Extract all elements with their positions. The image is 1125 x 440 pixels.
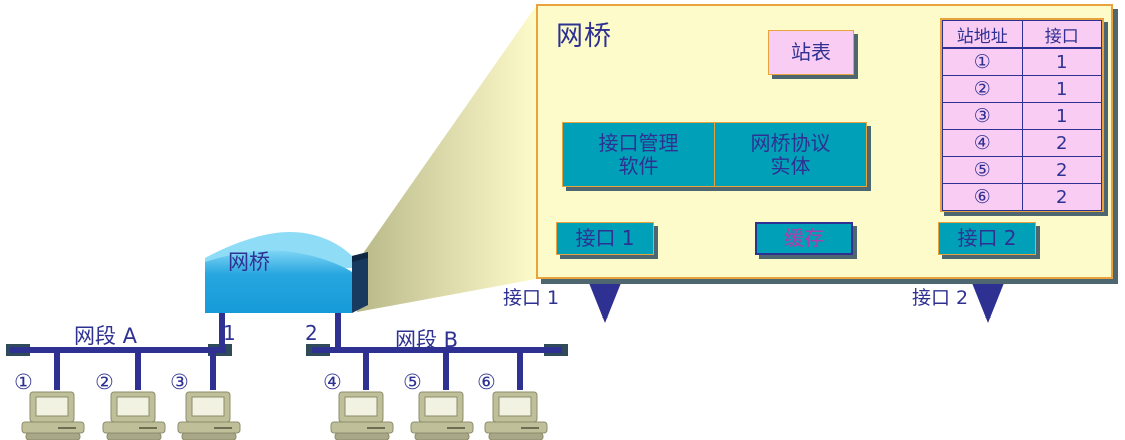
interface-mgmt-software-line2: 软件 [618, 153, 659, 178]
station-label-5: ⑤ [403, 370, 422, 394]
table-row: ⑤ 2 [942, 156, 1102, 184]
interface-mgmt-and-protocol-entity-box[interactable]: 接口管理 软件 网桥协议 实体 [562, 122, 867, 187]
header-port: 接口 [1021, 20, 1102, 49]
port-2-box[interactable]: 接口 2 [938, 222, 1036, 255]
cell-station: ⑥ [942, 183, 1023, 211]
cell-station: ① [942, 47, 1023, 76]
bridge-protocol-entity-line2: 实体 [770, 153, 811, 178]
station-label-6: ⑥ [477, 370, 496, 394]
table-header-row: 站地址 接口 [942, 20, 1102, 49]
table-row: ④ 2 [942, 129, 1102, 157]
table-row: ⑥ 2 [942, 183, 1102, 211]
bridge-device-icon [205, 232, 368, 313]
segment-a-label: 网段 A [74, 324, 138, 348]
bridge-port-2-tick-label: 2 [305, 321, 318, 345]
cell-station: ② [942, 75, 1023, 103]
cell-port: 2 [1021, 129, 1102, 157]
cell-port: 2 [1021, 183, 1102, 211]
table-row: ② 1 [942, 75, 1102, 103]
segment-a-bus [6, 313, 232, 390]
cell-station: ④ [942, 129, 1023, 157]
mgmt-proto-divider [714, 123, 715, 186]
segment-b-bus [306, 313, 568, 390]
station-label-4: ④ [323, 370, 342, 394]
bridge-port-1-tick-label: 1 [223, 321, 236, 345]
bridge-panel-title: 网桥 [556, 21, 612, 52]
table-row: ① 1 [942, 47, 1102, 76]
cell-port: 2 [1021, 156, 1102, 184]
interface-mgmt-software-line1: 接口管理 [598, 131, 679, 156]
bridge-protocol-entity-label: 网桥协议 实体 [715, 132, 866, 177]
cell-station: ③ [942, 102, 1023, 130]
interface-mgmt-software-label: 接口管理 软件 [563, 132, 714, 177]
station-table-box[interactable]: 站表 [768, 30, 854, 75]
table-row: ③ 1 [942, 102, 1102, 130]
bridge-protocol-entity-line1: 网桥协议 [750, 131, 831, 156]
segment-b-label: 网段 B [395, 328, 459, 352]
cell-port: 1 [1021, 47, 1102, 76]
cell-port: 1 [1021, 75, 1102, 103]
station-address-table: 站地址 接口 ① 1 ② 1 ③ 1 ④ 2 [940, 18, 1104, 212]
header-station-address: 站地址 [942, 20, 1023, 49]
station-label-3: ③ [170, 370, 189, 394]
cache-box[interactable]: 缓存 [755, 222, 853, 255]
station-label-1: ① [14, 370, 33, 394]
external-port-1-label: 接口 1 [503, 287, 560, 309]
cell-port: 1 [1021, 102, 1102, 130]
station-label-2: ② [95, 370, 114, 394]
bridge-device-label: 网桥 [228, 250, 270, 274]
zoom-cone [357, 6, 536, 312]
computer-icons [21, 391, 548, 440]
external-port-2-label: 接口 2 [912, 287, 969, 309]
port-1-box[interactable]: 接口 1 [556, 222, 654, 255]
cell-station: ⑤ [942, 156, 1023, 184]
